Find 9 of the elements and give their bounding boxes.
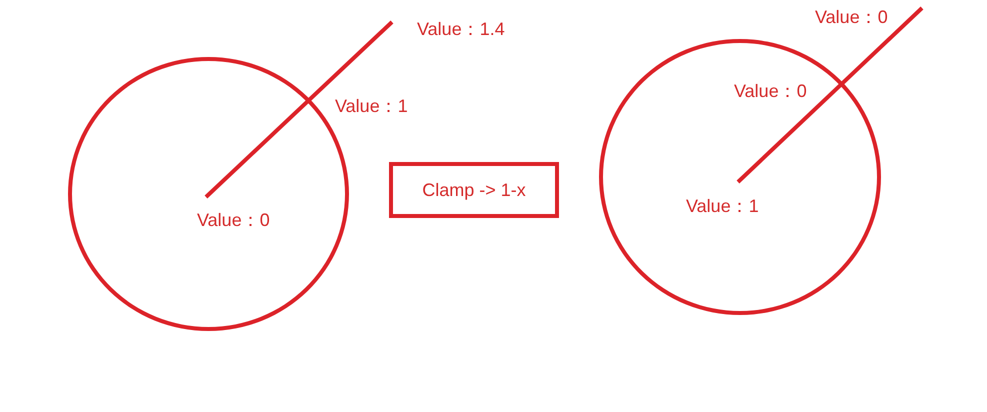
value-label: Value：0 — [734, 80, 807, 102]
value-label: Value：1 — [335, 95, 408, 117]
value-label: Value：1 — [686, 195, 759, 217]
circle — [599, 39, 881, 315]
value-label: Value：0 — [197, 209, 270, 231]
clamp-box — [389, 162, 559, 218]
value-label: Value：0 — [815, 6, 888, 28]
value-label: Clamp -> 1-x — [422, 180, 526, 200]
value-label: Value：1.4 — [417, 18, 505, 40]
